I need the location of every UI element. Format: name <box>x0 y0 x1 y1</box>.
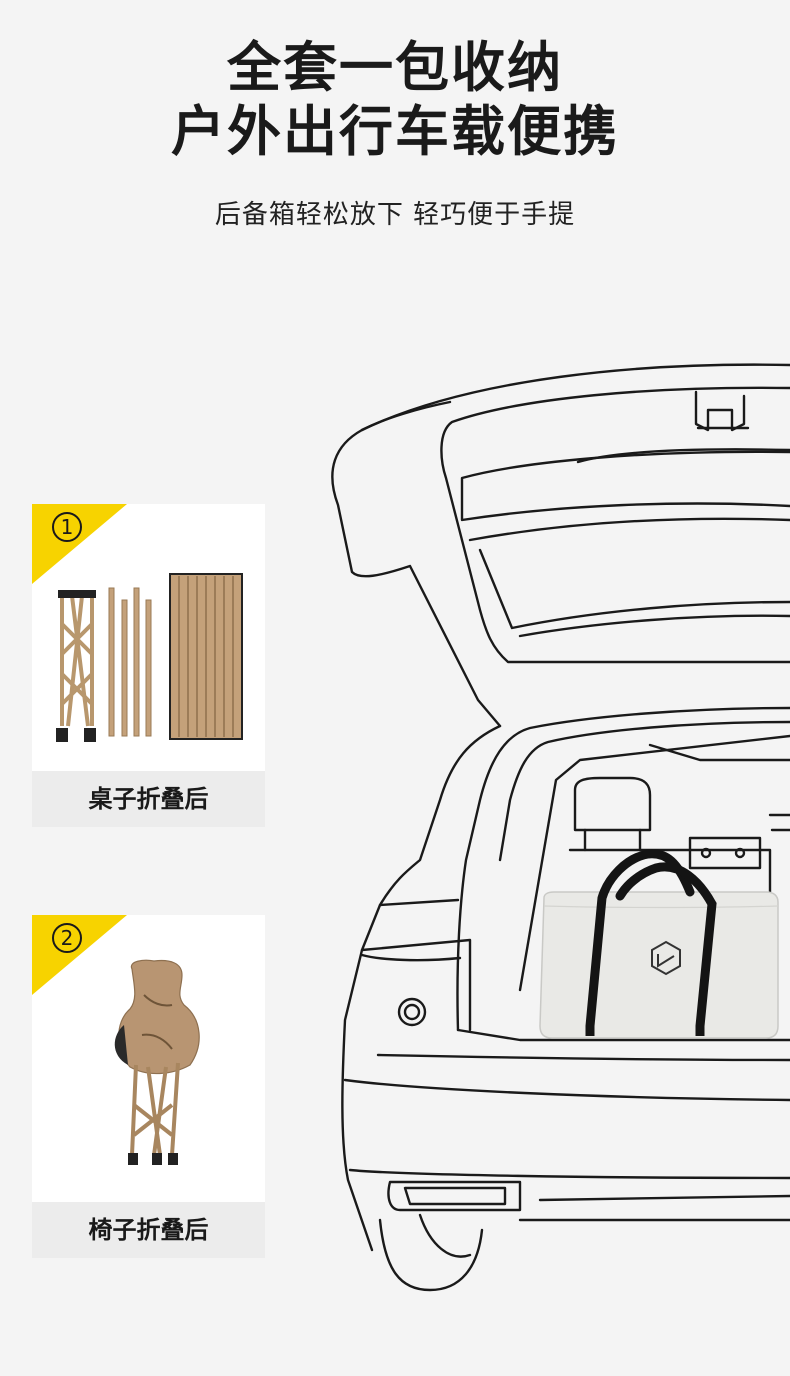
folded-table-frame-illustration <box>56 573 243 742</box>
folded-chair-illustration <box>114 959 200 1165</box>
storage-bag-icon <box>539 849 779 1039</box>
card-label: 桌子折叠后 <box>32 771 265 827</box>
headline-line-2: 户外出行车载便携 <box>171 100 619 163</box>
card-number-badge: 2 <box>52 923 82 953</box>
folded-table-card: 1 桌子折叠后 <box>32 504 265 827</box>
card-number-badge: 1 <box>52 512 82 542</box>
number-badge-corner <box>32 504 127 584</box>
headline-line-1: 全套一包收纳 <box>227 36 563 99</box>
folded-chair-card: 2 椅子折叠后 <box>32 915 265 1258</box>
card-label: 椅子折叠后 <box>32 1202 265 1258</box>
subtitle: 后备箱轻松放下 轻巧便于手提 <box>214 200 576 230</box>
number-badge-corner <box>32 915 127 995</box>
